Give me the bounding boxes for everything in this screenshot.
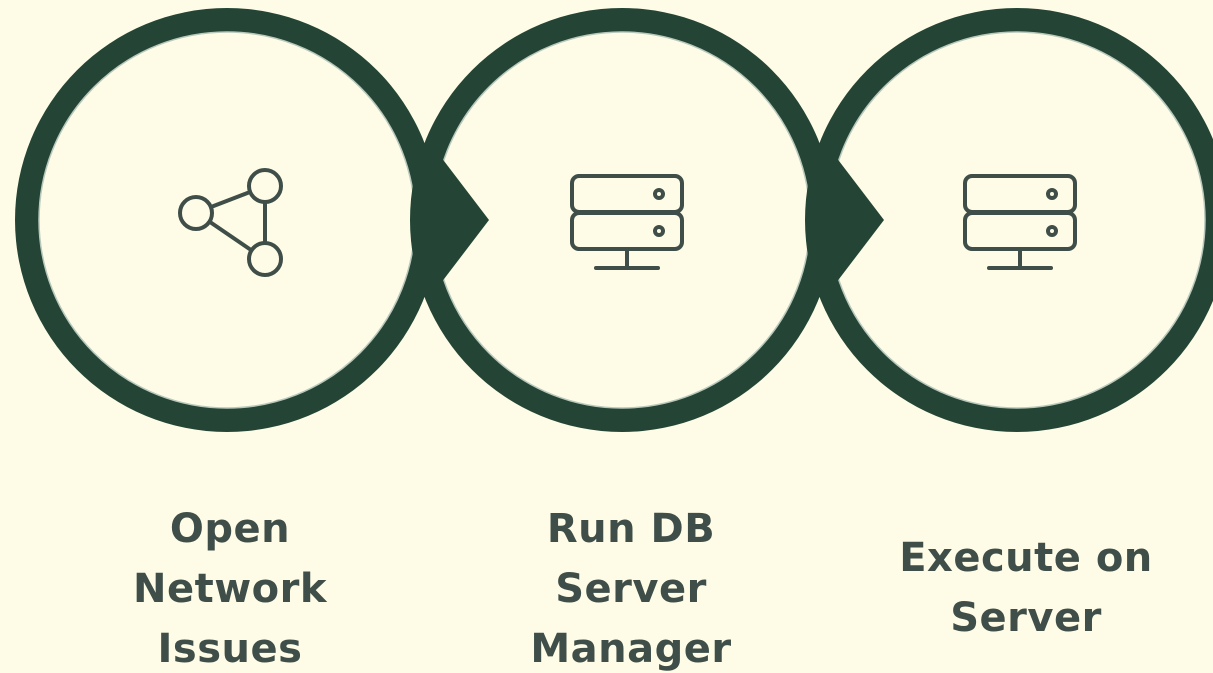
step-2-ring xyxy=(410,8,834,432)
step-1-label-line: Open xyxy=(169,506,291,552)
step-3-label-line: Execute on xyxy=(899,535,1153,581)
server-icon xyxy=(963,174,1077,270)
step-1-ring xyxy=(15,8,439,432)
step-1-label-line: Issues xyxy=(157,626,303,672)
arrow-connector-2 xyxy=(823,140,884,300)
step-2-label-line: Run DB xyxy=(546,506,716,552)
step-2-label: Run DB Server Manager xyxy=(481,499,781,673)
step-2-label-line: Manager xyxy=(530,626,732,672)
share-network-icon xyxy=(178,168,283,277)
step-3-label: Execute on Server xyxy=(876,528,1176,648)
step-3-label-line: Server xyxy=(950,595,1102,641)
step-1-label: Open Network Issues xyxy=(80,499,380,673)
server-icon xyxy=(570,174,684,270)
arrow-connector-1 xyxy=(428,140,489,300)
step-2-label-line: Server xyxy=(555,566,707,612)
step-3-ring xyxy=(805,8,1213,432)
step-1-label-line: Network xyxy=(133,566,327,612)
